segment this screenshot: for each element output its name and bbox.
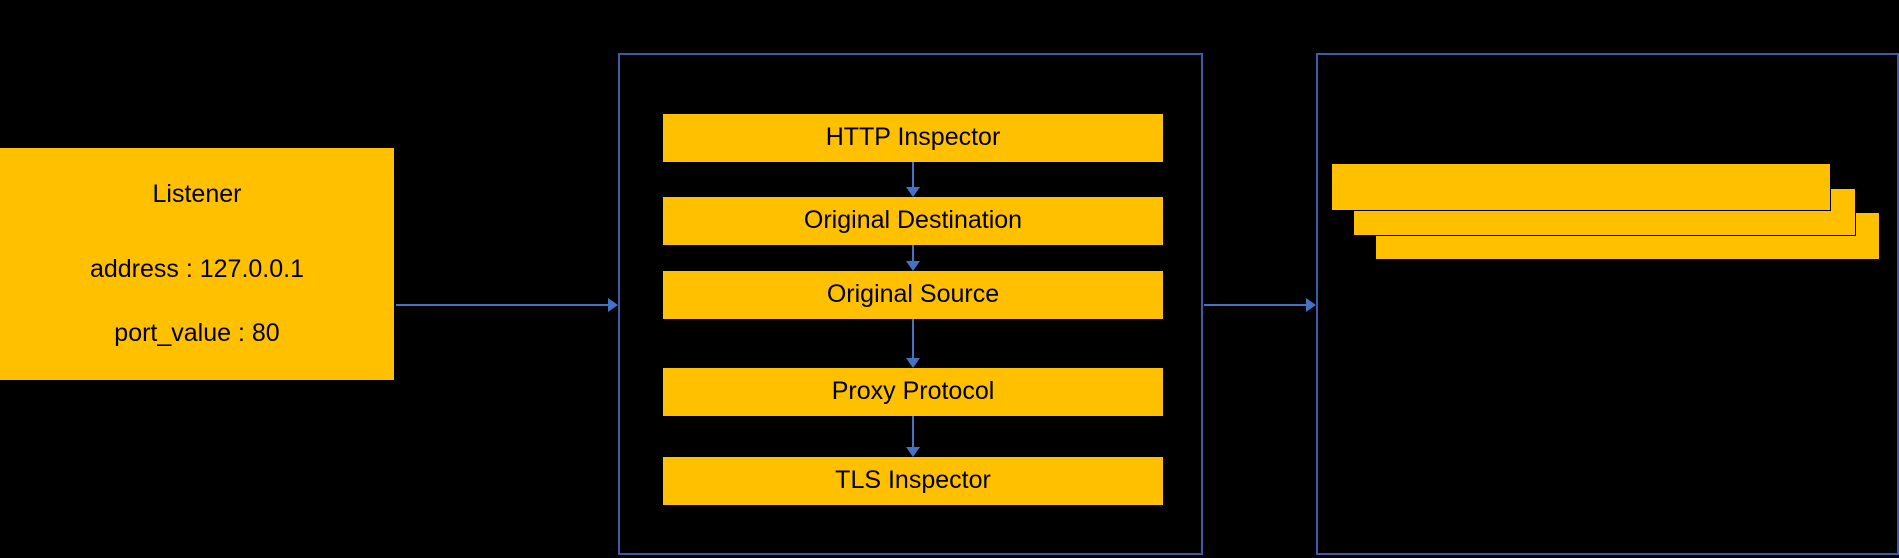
filter-proxy-protocol[interactable]: Proxy Protocol [663, 368, 1163, 416]
arrow-filter-chain-to-clusters [1204, 298, 1316, 312]
filter-label: Original Source [826, 280, 1000, 309]
filter-label: TLS Inspector [835, 466, 991, 495]
filter-original-destination[interactable]: Original Destination [663, 197, 1163, 245]
filter-chain-container [618, 53, 1203, 555]
listener-title: Listener [152, 180, 242, 209]
listener-address-row: address : 127.0.0.1 [89, 255, 305, 284]
filter-tls-inspector[interactable]: TLS Inspector [663, 457, 1163, 505]
arrow-listener-to-filter-chain [396, 298, 618, 312]
arrow-head-icon [1306, 298, 1316, 312]
filter-label: Proxy Protocol [831, 377, 995, 406]
arrow-head-icon [608, 298, 618, 312]
filter-label: Original Destination [803, 206, 1023, 235]
arrow-shaft [1204, 304, 1307, 306]
arrow-shaft [396, 304, 609, 306]
filter-http-inspector[interactable]: HTTP Inspector [663, 114, 1163, 162]
cluster-container [1316, 53, 1899, 555]
listener-node[interactable]: Listener address : 127.0.0.1 port_value … [0, 148, 394, 380]
listener-port-row: port_value : 80 [114, 318, 280, 347]
cluster-card-front[interactable] [1331, 163, 1831, 211]
filter-original-source[interactable]: Original Source [663, 271, 1163, 319]
filter-label: HTTP Inspector [825, 123, 1001, 152]
